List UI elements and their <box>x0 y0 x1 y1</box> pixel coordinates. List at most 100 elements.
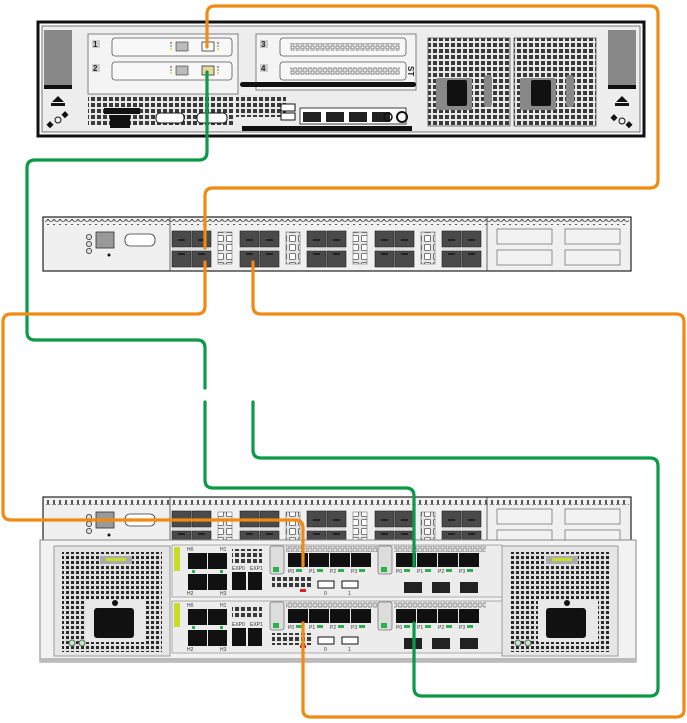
mgmt-ethernet-port[interactable] <box>460 638 478 649</box>
host-port[interactable] <box>208 609 227 625</box>
hba-port[interactable] <box>288 609 308 623</box>
controller-vent <box>272 577 312 589</box>
hba-port[interactable] <box>396 553 416 567</box>
host-port[interactable] <box>188 609 207 625</box>
sfp-port[interactable] <box>259 250 280 268</box>
nic-port[interactable] <box>175 41 189 52</box>
sfp-port[interactable] <box>441 250 462 268</box>
sfp-port[interactable] <box>374 250 395 268</box>
cable-green-server-to-switch2[interactable] <box>25 70 209 390</box>
qsfp-port[interactable] <box>496 228 553 245</box>
power-inlet[interactable] <box>531 80 551 106</box>
controller-latch[interactable] <box>174 547 180 571</box>
hba-port[interactable] <box>417 553 437 567</box>
usb-port[interactable] <box>280 103 296 112</box>
cable-orange-switch1-to-ctrl-a[interactable] <box>1 260 305 568</box>
port-vent <box>285 231 301 265</box>
exp-port-1[interactable] <box>248 628 262 646</box>
mgmt-ethernet-port[interactable] <box>404 582 422 593</box>
hba-port[interactable] <box>459 609 479 623</box>
exp-port-label: EXP0 <box>232 622 245 628</box>
cable-orange-server-to-switch1[interactable] <box>203 4 660 250</box>
hba-port[interactable] <box>396 609 416 623</box>
host-port[interactable] <box>208 574 227 590</box>
vga-port[interactable] <box>196 112 228 124</box>
host-port[interactable] <box>208 630 227 646</box>
server-psu-1 <box>427 37 511 127</box>
hba-port[interactable] <box>459 553 479 567</box>
controller-vent <box>232 605 262 619</box>
switch-1 <box>42 216 632 272</box>
exp-port-label: EXP1 <box>250 566 263 572</box>
ethernet-port-3[interactable] <box>349 112 367 122</box>
power-inlet[interactable] <box>447 80 467 106</box>
host-port[interactable] <box>188 630 207 646</box>
hba-port[interactable] <box>417 609 437 623</box>
exp-port-0[interactable] <box>232 572 246 590</box>
hba-port[interactable] <box>330 609 350 623</box>
host-port[interactable] <box>188 574 207 590</box>
slot-label-2: 2 <box>93 64 98 73</box>
slot-label-1: 1 <box>93 40 98 49</box>
usb-port-1[interactable] <box>341 580 359 589</box>
pcie-riser-2: 3 4 ST <box>255 33 417 91</box>
server-right-ear <box>608 30 636 129</box>
cable-green-switch2-to-ctrl-a[interactable] <box>203 400 416 568</box>
psu-handle[interactable] <box>106 558 126 561</box>
hba-port[interactable] <box>351 553 371 567</box>
controller-latch[interactable] <box>174 603 180 627</box>
psu-handle[interactable] <box>552 558 572 561</box>
host-port[interactable] <box>188 553 207 569</box>
usb-port-1[interactable] <box>341 636 359 645</box>
sfp-port[interactable] <box>306 250 327 268</box>
qsfp-port[interactable] <box>564 249 621 266</box>
console-port[interactable] <box>124 233 156 247</box>
usb-port[interactable] <box>280 112 296 121</box>
host-port[interactable] <box>208 553 227 569</box>
mgmt-ethernet-port[interactable] <box>460 582 478 593</box>
hba-port[interactable] <box>309 609 329 623</box>
power-inlet[interactable] <box>546 608 586 638</box>
ethernet-port-4[interactable] <box>372 112 390 122</box>
ethernet-port-1[interactable] <box>303 112 321 122</box>
hba-port[interactable] <box>351 609 371 623</box>
usb-port-0[interactable] <box>317 636 335 645</box>
ethernet-port-2[interactable] <box>326 112 344 122</box>
hba-port[interactable] <box>330 553 350 567</box>
hba-port[interactable] <box>438 609 458 623</box>
nic-port[interactable] <box>175 65 189 76</box>
power-inlet[interactable] <box>94 608 134 638</box>
hba-port-label: P2 <box>438 625 444 631</box>
mgmt-ethernet-port[interactable] <box>95 231 115 249</box>
hba-port-label: P1 <box>417 569 423 575</box>
mgmt-ethernet-port[interactable] <box>432 582 450 593</box>
qsfp-port[interactable] <box>564 508 621 525</box>
sfp-port[interactable] <box>326 250 347 268</box>
qsfp-port[interactable] <box>496 249 553 266</box>
cable-orange-switch1-to-ctrl-b[interactable] <box>251 260 686 719</box>
idrac-port[interactable] <box>110 115 130 128</box>
hba-port-label: P0 <box>288 569 294 575</box>
sfp-port[interactable] <box>394 250 415 268</box>
reset-button[interactable] <box>107 253 111 257</box>
cable-green-switch2-to-ctrl-b[interactable] <box>251 400 660 698</box>
qsfp-port[interactable] <box>496 508 553 525</box>
exp-port-1[interactable] <box>248 572 262 590</box>
qsfp-port[interactable] <box>564 228 621 245</box>
sfp-port[interactable] <box>461 250 482 268</box>
exp-port-label: EXP1 <box>250 622 263 628</box>
serial-port[interactable] <box>155 112 185 124</box>
server-chassis: 1 2 3 4 <box>36 20 646 138</box>
mgmt-ethernet-port[interactable] <box>432 638 450 649</box>
hba-port[interactable] <box>309 553 329 567</box>
exp-port-0[interactable] <box>232 628 246 646</box>
hba-port-label: P3 <box>351 625 357 631</box>
pcie-card-slot-1[interactable] <box>111 37 233 57</box>
hba-port[interactable] <box>288 553 308 567</box>
pcie-card-slot-2[interactable] <box>111 61 233 81</box>
usb-port-0[interactable] <box>317 580 335 589</box>
reset-button[interactable] <box>107 533 111 537</box>
sfp-port[interactable] <box>171 250 192 268</box>
hba-port[interactable] <box>438 553 458 567</box>
